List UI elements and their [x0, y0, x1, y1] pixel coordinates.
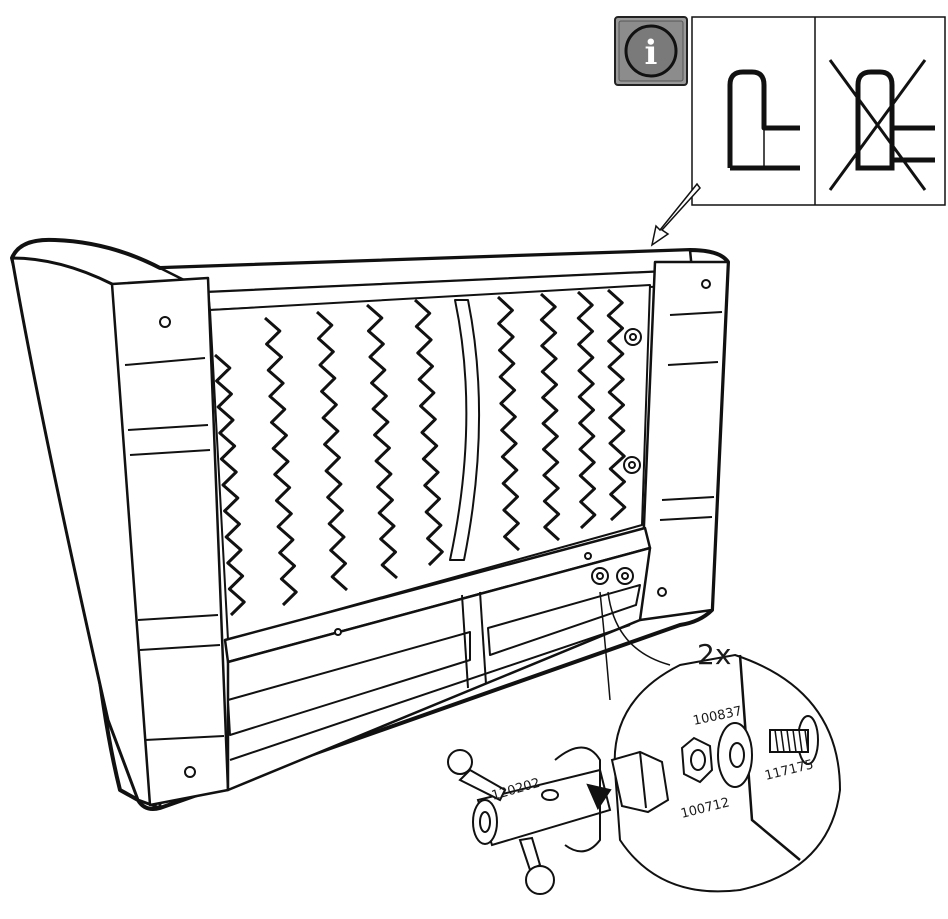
detail-leader-line	[599, 591, 671, 701]
washer	[717, 722, 753, 788]
spring-9	[606, 288, 627, 522]
wrong-orientation-crossed-icon	[828, 59, 935, 191]
bolt-thread-line	[792, 729, 797, 753]
quantity-label: 2x	[697, 638, 731, 671]
bolt-thread-line	[798, 729, 803, 753]
spring-7	[539, 292, 561, 542]
spring-5	[413, 298, 444, 567]
bolt-thread-line	[804, 729, 809, 753]
frame-screw-holes	[159, 279, 711, 778]
allen-key-tool	[447, 746, 612, 895]
bolt-thread-line	[786, 729, 791, 753]
barrel-nut	[610, 750, 670, 814]
correct-orientation-icon	[727, 69, 800, 171]
bolt	[769, 715, 819, 765]
sofa-frame	[10, 237, 730, 811]
spring-1	[214, 353, 246, 617]
frame-bolts	[591, 328, 642, 585]
callout-pointer-arrow	[650, 182, 701, 247]
spring-6	[496, 295, 521, 552]
info-icon: i	[614, 16, 688, 86]
bolt-thread-line	[780, 729, 785, 753]
hardware-detail-circle: 2x	[447, 638, 842, 895]
nut	[680, 736, 714, 784]
bolt-thread-line	[774, 729, 779, 753]
info-icon-glyph: i	[645, 33, 658, 73]
zigzag-springs	[214, 288, 627, 617]
spring-2	[264, 316, 298, 607]
spring-4	[366, 303, 398, 580]
orientation-callout	[650, 16, 946, 247]
spring-8	[576, 290, 597, 530]
spring-3	[316, 310, 348, 592]
